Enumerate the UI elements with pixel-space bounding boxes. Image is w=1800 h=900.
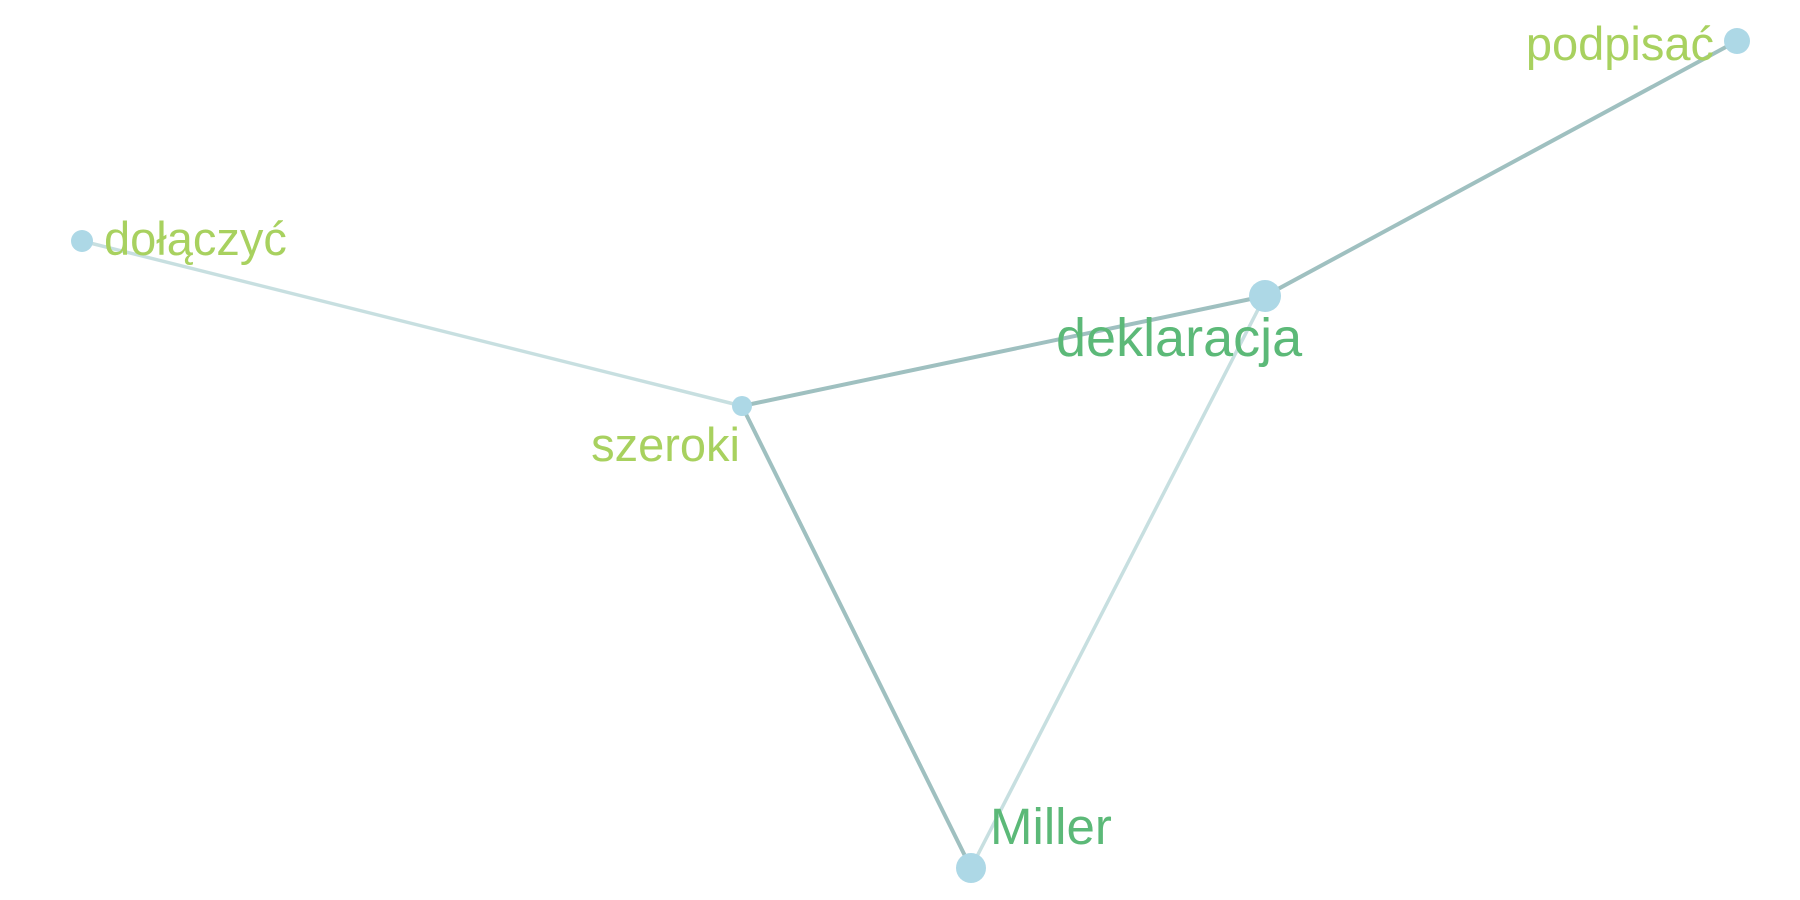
node-label-dolaczyc: dołączyć xyxy=(104,212,287,265)
edges-layer xyxy=(80,39,1739,870)
edge-deklaracja-podpisac xyxy=(1263,39,1739,298)
edge-deklaracja-miller xyxy=(969,294,1267,870)
node-miller[interactable] xyxy=(956,853,986,883)
node-podpisac[interactable] xyxy=(1724,28,1750,54)
node-deklaracja[interactable] xyxy=(1249,280,1281,312)
node-label-podpisac: podpisać xyxy=(1526,17,1714,70)
node-label-szeroki: szeroki xyxy=(591,418,740,471)
edge-szeroki-miller xyxy=(740,404,973,870)
node-szeroki[interactable] xyxy=(732,396,752,416)
edge-szeroki-deklaracja xyxy=(740,294,1267,408)
node-label-miller: Miller xyxy=(990,798,1112,855)
edge-dolaczyc-szeroki xyxy=(80,239,744,408)
nodes-layer xyxy=(71,28,1750,883)
node-label-deklaracja: deklaracja xyxy=(1056,308,1303,368)
node-dolaczyc[interactable] xyxy=(71,230,93,252)
